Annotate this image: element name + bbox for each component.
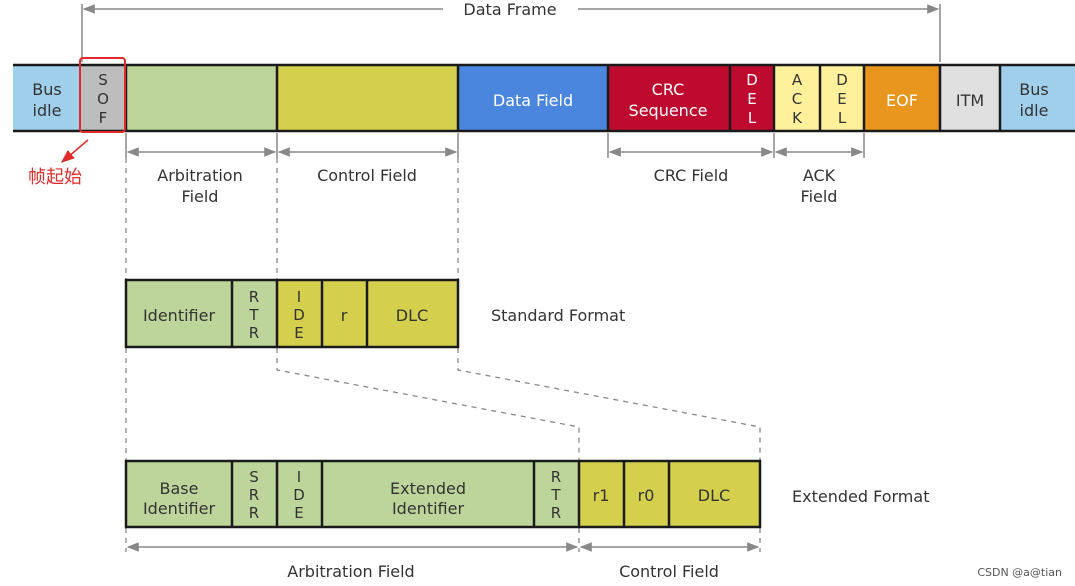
ext-base-identifier-line1: Base	[160, 479, 199, 498]
sof-highlight	[79, 57, 126, 133]
crc-del-letter-1: D	[746, 71, 758, 89]
ack-del-letter-1: D	[836, 71, 848, 89]
data-frame-title: Data Frame	[463, 0, 556, 19]
sof-field	[80, 65, 126, 131]
ext-srr-letter-3: R	[249, 504, 259, 522]
standard-format-title: Standard Format	[491, 306, 625, 325]
crc-del-letter-3: L	[748, 109, 757, 127]
ext-base-identifier-line2: Identifier	[143, 499, 216, 518]
ack-letter-1: A	[792, 71, 803, 89]
sof-letter-1: S	[98, 71, 108, 89]
ext-base-identifier	[126, 461, 232, 527]
ext-srr	[232, 461, 277, 527]
itm-label: ITM	[956, 91, 984, 110]
ext-extended-identifier-line2: Identifier	[392, 499, 465, 518]
control-field	[277, 65, 458, 131]
crc-delimiter	[730, 65, 774, 131]
bus-idle-right	[1000, 65, 1075, 131]
top-frame-dimensions: Arbitration Field Control Field CRC Fiel…	[125, 133, 865, 206]
sof-note: 帧起始	[28, 167, 82, 188]
std-dlc	[367, 280, 458, 347]
bus-idle-right-line1: Bus	[1019, 80, 1048, 99]
ext-arbitration-field-label: Arbitration Field	[287, 562, 414, 581]
ack-field-label-line1: ACK	[803, 166, 836, 185]
eof-label: EOF	[886, 91, 918, 110]
bus-idle-left-line2: idle	[33, 101, 62, 120]
std-r-label: r	[341, 306, 348, 325]
std-rtr-letter-3: R	[249, 324, 259, 342]
crc-del-letter-2: E	[747, 90, 756, 108]
ack-del-letter-2: E	[837, 90, 846, 108]
std-identifier	[126, 280, 232, 347]
std-ide	[277, 280, 322, 347]
eof-field	[864, 65, 940, 131]
data-field	[458, 65, 608, 131]
ext-r0	[624, 461, 669, 527]
standard-format-bar: Identifier R T R I D E r DLC	[124, 278, 460, 349]
ack-delimiter	[820, 65, 864, 131]
ext-r0-label: r0	[638, 486, 655, 505]
arbitration-field	[126, 65, 277, 131]
ext-rtr-letter-3: R	[551, 504, 561, 522]
std-rtr-letter-1: R	[249, 288, 259, 306]
std-ide-letter-3: E	[294, 324, 303, 342]
ext-srr-letter-2: R	[249, 486, 259, 504]
ext-rtr	[534, 461, 579, 527]
data-frame-span: Data Frame	[81, 0, 941, 62]
watermark: CSDN @a@tian	[977, 566, 1062, 579]
extended-format-bar: Base Identifier S R R I D E Extended Ide…	[124, 459, 762, 529]
ack-letter-3: K	[792, 109, 803, 127]
ext-r1-label: r1	[593, 486, 610, 505]
std-r	[322, 280, 367, 347]
sof-note-arrow	[60, 139, 89, 163]
ack-field-label-line2: Field	[801, 187, 838, 206]
ext-srr-letter-1: S	[249, 468, 259, 486]
crc-field-label: CRC Field	[654, 166, 729, 185]
extended-format-dimensions: Arbitration Field Control Field	[126, 542, 760, 581]
sof-letter-3: F	[99, 109, 108, 127]
itm-field	[940, 65, 1000, 131]
bus-idle-right-line2: idle	[1020, 101, 1049, 120]
ext-rtr-letter-2: T	[550, 486, 561, 504]
ext-ide	[277, 461, 322, 527]
ack-letter-2: C	[792, 90, 802, 108]
ext-ide-letter-3: E	[294, 504, 303, 522]
crc-sequence-line2: Sequence	[629, 101, 708, 120]
data-field-label: Data Field	[493, 91, 573, 110]
ext-rtr-letter-1: R	[551, 468, 561, 486]
control-field-label: Control Field	[317, 166, 417, 185]
arbitration-field-label-line1: Arbitration	[157, 166, 242, 185]
std-ide-letter-2: D	[293, 306, 305, 324]
ext-r1	[579, 461, 624, 527]
arbitration-field-label-line2: Field	[182, 187, 219, 206]
ext-control-field-label: Control Field	[619, 562, 719, 581]
crc-sequence	[608, 65, 730, 131]
data-frame-bar: Bus idle S O F Data Field CRC Sequence D…	[13, 63, 1075, 133]
ack-slot	[774, 65, 820, 131]
std-identifier-label: Identifier	[143, 306, 216, 325]
std-rtr-letter-2: T	[248, 306, 259, 324]
ext-ide-letter-1: I	[297, 468, 301, 486]
ext-ide-letter-2: D	[293, 486, 305, 504]
ext-dlc	[669, 461, 760, 527]
ext-extended-identifier	[322, 461, 534, 527]
sof-letter-2: O	[97, 90, 109, 108]
bus-idle-left	[13, 65, 80, 131]
ext-extended-identifier-line1: Extended	[390, 479, 466, 498]
extended-format-title: Extended Format	[792, 487, 929, 506]
std-dlc-label: DLC	[396, 306, 428, 325]
crc-sequence-line1: CRC	[652, 80, 685, 99]
ack-del-letter-3: L	[838, 109, 847, 127]
std-ide-letter-1: I	[297, 288, 301, 306]
std-rtr	[232, 280, 277, 347]
bus-idle-left-line1: Bus	[32, 80, 61, 99]
ext-dlc-label: DLC	[698, 486, 730, 505]
